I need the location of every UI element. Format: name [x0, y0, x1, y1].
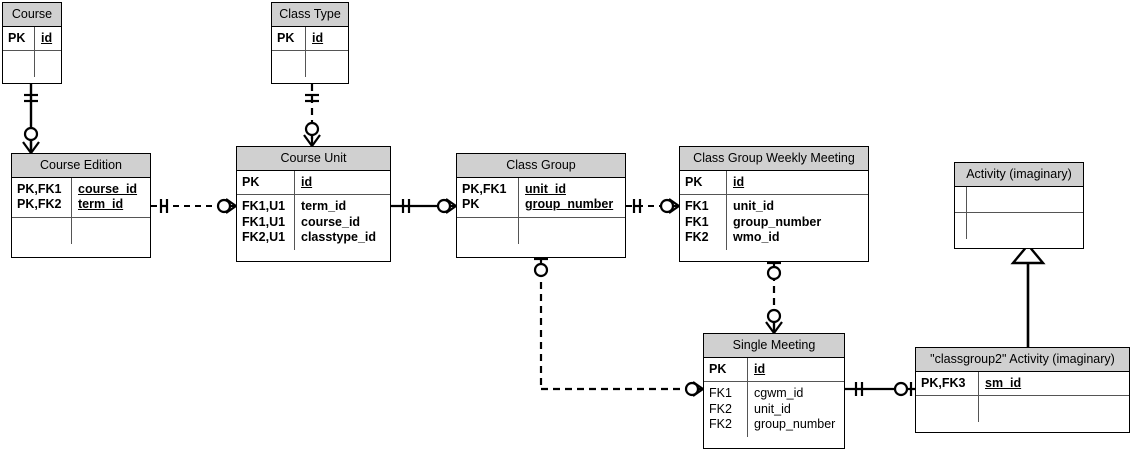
relationship-single-meeting-to-classgroup2 [845, 381, 915, 397]
entity-attr-section-class-type [272, 51, 348, 78]
attr-name-cell [519, 218, 625, 244]
relationship-classgroup2-inherits-activity [1010, 243, 1046, 347]
pk-attr-cell: course_id term_id [78, 181, 138, 212]
relationship-class-group-to-class-group-weekly-meeting [626, 198, 680, 214]
entity-pk-section-course: PK id [3, 26, 61, 52]
pk-key-cell: PK,FK1 PK,FK2 [12, 177, 72, 217]
relationship-class-group-to-single-meeting [533, 257, 704, 397]
attr-name-cell: unit_id group_number wmo_id [733, 199, 822, 245]
pk-key-cell: PK [237, 170, 295, 195]
entity-attr-section-single-meeting: FK1 FK2 FK2 cgwm_id unit_id group_number [704, 382, 844, 437]
entity-attr-section-class-group-weekly-meeting: FK1 FK1 FK2 unit_id group_number wmo_id [680, 195, 868, 250]
pk-key-cell [955, 186, 967, 212]
pk-attr-cell: id [754, 361, 766, 376]
attr-name-cell [72, 218, 150, 244]
attr-name-cell: cgwm_id unit_id group_number [754, 386, 836, 432]
entity-title-course: Course [3, 3, 61, 27]
entity-pk-section-class-group: PK,FK1 PK unit_id group_number [457, 177, 625, 218]
entity-pk-section-course-edition: PK,FK1 PK,FK2 course_id term_id [12, 177, 150, 218]
entity-attr-section-course-edition [12, 217, 150, 244]
entity-pk-section-class-group-weekly-meeting: PK id [680, 170, 868, 196]
entity-class-type[interactable]: Class Type PK id [271, 2, 349, 84]
entity-class-group[interactable]: Class Group PK,FK1 PK unit_id group_numb… [456, 153, 626, 258]
attr-key-cell: FK1 FK2 FK2 [704, 382, 748, 437]
pk-attr-cell: id [41, 30, 53, 45]
relationship-class-type-to-course-unit [303, 84, 321, 147]
entity-classgroup2-activity-imaginary[interactable]: "classgroup2" Activity (imaginary) PK,FK… [915, 347, 1130, 433]
entity-attr-section-course [3, 51, 61, 78]
entity-pk-section-class-type: PK id [272, 26, 348, 52]
attr-key-cell: FK1,U1 FK1,U1 FK2,U1 [237, 195, 295, 250]
entity-attr-section-classgroup2 [916, 396, 1129, 423]
entity-course-edition[interactable]: Course Edition PK,FK1 PK,FK2 course_id t… [11, 153, 151, 258]
attr-key-cell [457, 217, 519, 244]
attr-name-cell [979, 396, 1129, 422]
entity-title-classgroup2-activity-imaginary: "classgroup2" Activity (imaginary) [916, 348, 1129, 372]
entity-pk-section-course-unit: PK id [237, 170, 390, 196]
entity-single-meeting[interactable]: Single Meeting PK id FK1 FK2 FK2 cgwm_id… [703, 333, 845, 449]
relationship-course-to-course-edition [22, 84, 40, 154]
pk-key-cell: PK,FK3 [916, 371, 979, 396]
attr-name-cell [306, 51, 348, 77]
entity-attr-section-course-unit: FK1,U1 FK1,U1 FK2,U1 term_id course_id c… [237, 195, 390, 250]
entity-class-group-weekly-meeting[interactable]: Class Group Weekly Meeting PK id FK1 FK1… [679, 146, 869, 262]
attr-name-cell [35, 51, 61, 77]
pk-attr-cell: id [301, 174, 313, 189]
entity-title-activity-imaginary: Activity (imaginary) [955, 163, 1083, 187]
relationship-course-edition-to-course-unit [151, 198, 237, 214]
pk-key-cell: PK [680, 170, 727, 195]
entity-activity-imaginary[interactable]: Activity (imaginary) [954, 162, 1084, 249]
pk-key-cell: PK [272, 26, 306, 51]
entity-attr-section-class-group [457, 217, 625, 244]
relationship-class-group-weekly-meeting-to-single-meeting [765, 261, 783, 334]
attr-key-cell [955, 212, 967, 239]
entity-title-course-unit: Course Unit [237, 147, 390, 171]
pk-attr-cell: unit_id group_number [525, 181, 614, 212]
entity-title-class-group: Class Group [457, 154, 625, 178]
entity-title-course-edition: Course Edition [12, 154, 150, 178]
attr-name-cell: term_id course_id classtype_id [301, 199, 377, 245]
entity-course-unit[interactable]: Course Unit PK id FK1,U1 FK1,U1 FK2,U1 t… [236, 146, 391, 262]
attr-name-cell [967, 213, 1083, 239]
entity-pk-section-classgroup2: PK,FK3 sm_id [916, 371, 1129, 397]
pk-key-cell: PK,FK1 PK [457, 177, 519, 217]
entity-title-class-group-weekly-meeting: Class Group Weekly Meeting [680, 147, 868, 171]
attr-key-cell [916, 396, 979, 423]
attr-key-cell: FK1 FK1 FK2 [680, 195, 727, 250]
pk-key-cell: PK [704, 357, 748, 382]
attr-key-cell [272, 51, 306, 78]
entity-title-class-type: Class Type [272, 3, 348, 27]
attr-key-cell [3, 51, 35, 78]
entity-course[interactable]: Course PK id [2, 2, 62, 84]
pk-key-cell: PK [3, 26, 35, 51]
attr-key-cell [12, 217, 72, 244]
pk-attr-cell [967, 187, 1083, 212]
entity-pk-section-activity-imaginary [955, 186, 1083, 213]
pk-attr-cell: id [312, 30, 324, 45]
pk-attr-cell: id [733, 174, 745, 189]
entity-attr-section-activity-imaginary [955, 212, 1083, 239]
pk-attr-cell: sm_id [985, 375, 1022, 390]
entity-title-single-meeting: Single Meeting [704, 334, 844, 358]
relationship-course-unit-to-class-group [391, 198, 457, 214]
entity-pk-section-single-meeting: PK id [704, 357, 844, 383]
